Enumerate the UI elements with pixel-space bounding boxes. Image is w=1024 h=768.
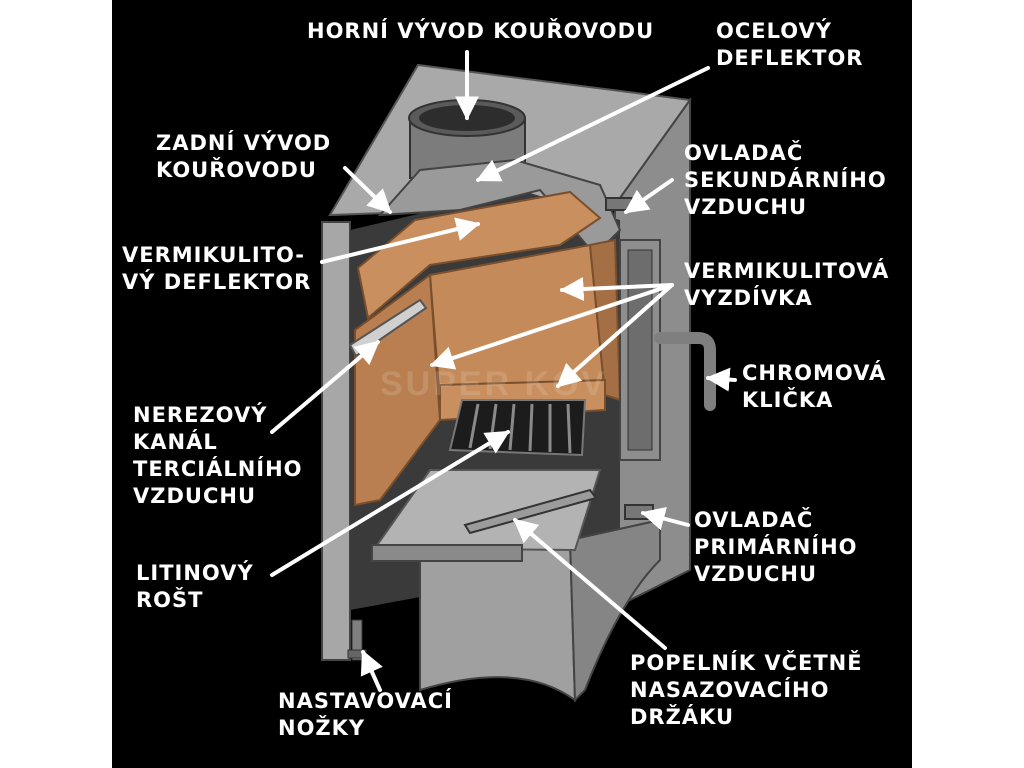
arrow-zadni-vyvod	[343, 166, 392, 214]
base-front	[419, 538, 577, 703]
arrow-vermikulitovy-deflektor	[320, 217, 481, 264]
arrow-ovladac-primarniho	[640, 506, 690, 531]
label-ovladac-sekundarniho: OVLADAČ SEKUNDÁRNÍHO VZDUCHU	[684, 141, 887, 219]
arrow-ocelovy-deflektor	[475, 66, 710, 182]
door-glass	[627, 249, 653, 451]
label-ovladac-primarniho: OVLADAČ PRIMÁRNÍHO VZDUCHU	[694, 508, 858, 586]
ash-pan-handle	[463, 488, 598, 535]
steel-deflector	[377, 158, 622, 257]
left-front-wall	[321, 221, 351, 661]
arrow-litinovy-rost	[270, 430, 511, 577]
arrow-chromova-klicka	[705, 367, 737, 392]
label-nerezovy-kanal: NEREZOVÝ KANÁL TERCIÁLNÍHO VZDUCHU	[133, 403, 303, 508]
label-litinovy-rost: LITINOVÝ ROŠT	[136, 561, 254, 612]
arrow-vyzdivka-3	[556, 283, 674, 388]
primary-air-control	[624, 504, 654, 520]
arrow-ovladac-sekundarniho	[624, 178, 674, 214]
adjustable-feet	[347, 619, 367, 661]
ash-pan	[371, 469, 602, 562]
vermiculite-deflector	[356, 190, 602, 320]
label-chromova-klicka: CHROMOVÁ KLIČKA	[742, 361, 887, 412]
cast-iron-grate	[448, 399, 587, 457]
arrow-vyzdivka-2	[429, 283, 674, 370]
label-popelnik: POPELNÍK VČETNĚ NASAZOVACÍHO DRŽÁKU	[630, 651, 863, 729]
label-ocelovy-deflektor: OCELOVÝ DEFLEKTOR	[716, 19, 864, 70]
chrome-handle	[654, 332, 716, 411]
arrow-nerezovy-kanal	[270, 340, 380, 434]
arrow-nastavovaci-nozky	[360, 649, 383, 692]
arrow-vyzdivka-1	[559, 277, 674, 302]
arrow-popelnik	[513, 518, 667, 650]
label-vermikulitovy-deflektor: VERMIKULITO- VÝ DEFLEKTOR	[122, 243, 312, 294]
label-nastavovaci-nozky: NASTAVOVACÍ NOŽKY	[278, 689, 453, 740]
label-horni-vyvod: HORNÍ VÝVOD KOUŘOVODU	[307, 19, 655, 43]
label-vermikulitova-vyzdivka: VERMIKULITOVÁ VYZDÍVKA	[684, 259, 890, 310]
label-zadni-vyvod: ZADNÍ VÝVOD KOUŘOVODU	[156, 131, 332, 182]
